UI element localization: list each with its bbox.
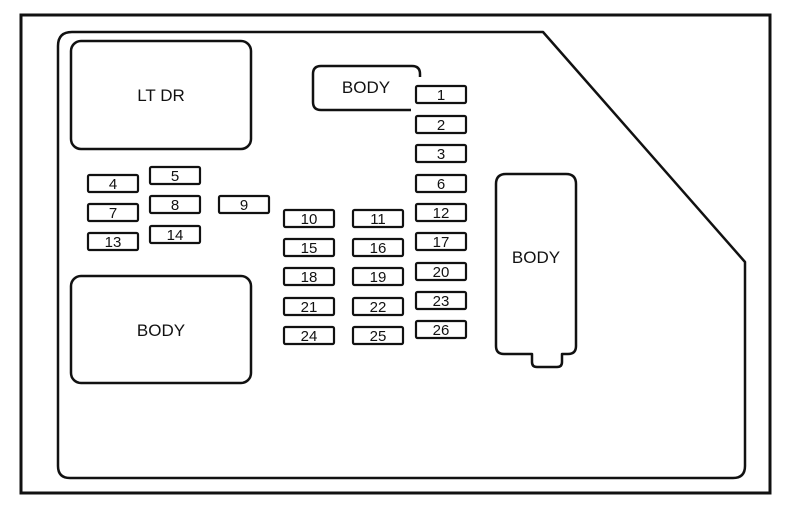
fuse-slot: [282, 266, 336, 287]
body-block-right: BODY: [494, 172, 578, 369]
fuse-slot: [86, 173, 140, 194]
fuse-slot: [282, 237, 336, 258]
fuse-7: 7: [86, 202, 140, 223]
fuse-number: 8: [171, 197, 179, 214]
fuse-number: 13: [105, 234, 122, 251]
fuse-25: 25: [351, 325, 405, 346]
fuse-panel-outline: [56, 30, 747, 480]
fuse-number: 22: [370, 299, 387, 316]
lt-dr-label: LT DR: [137, 86, 185, 105]
fuse-number: 10: [301, 211, 318, 228]
fuse-slot: [351, 325, 405, 346]
fuse-number: 18: [301, 269, 318, 286]
fuse-16: 16: [351, 237, 405, 258]
fuse-4: 4: [86, 173, 140, 194]
fuse-15: 15: [282, 237, 336, 258]
body-top-label: BODY: [342, 78, 390, 97]
fuse-11: 11: [351, 208, 405, 229]
fuse-number: 11: [370, 211, 386, 228]
fuse-number: 20: [433, 264, 450, 281]
fuse-number: 6: [437, 176, 445, 193]
fuse-slot: [351, 208, 405, 229]
fuse-2: 2: [414, 114, 468, 135]
fuse-slot: [414, 84, 468, 105]
fuse-1: 1: [414, 84, 468, 105]
fuse-slot: [414, 290, 468, 311]
fuse-21: 21: [282, 296, 336, 317]
body-left-label: BODY: [137, 321, 185, 340]
fuse-slot: [351, 237, 405, 258]
fuse-6: 6: [414, 173, 468, 194]
fuse-slot: [148, 165, 202, 186]
fuse-number: 26: [433, 322, 450, 339]
fuse-slot: [414, 114, 468, 135]
fuse-slot: [351, 266, 405, 287]
fuse-slot: [414, 319, 468, 340]
fuse-slot: [414, 173, 468, 194]
fuse-slot: [282, 325, 336, 346]
fuse-number: 16: [370, 240, 387, 257]
fuse-slot: [86, 202, 140, 223]
fuse-17: 17: [414, 231, 468, 252]
lt-dr-block: LT DR: [69, 39, 253, 151]
fuse-number: 14: [167, 227, 184, 244]
fuse-13: 13: [86, 231, 140, 252]
fuse-18: 18: [282, 266, 336, 287]
fuse-number: 9: [240, 197, 248, 214]
fuse-10: 10: [282, 208, 336, 229]
fuse-23: 23: [414, 290, 468, 311]
fuse-9: 9: [217, 194, 271, 215]
fuse-slot: [148, 224, 202, 245]
fuse-slot: [414, 261, 468, 282]
fuse-number: 2: [437, 117, 445, 134]
fuse-19: 19: [351, 266, 405, 287]
body-block-top: BODY: [311, 64, 422, 112]
fuse-12: 12: [414, 202, 468, 223]
fuse-slot: [86, 231, 140, 252]
fuse-slot: [148, 194, 202, 215]
fuse-number: 15: [301, 240, 318, 257]
fuse-number: 7: [109, 205, 117, 222]
fuse-14: 14: [148, 224, 202, 245]
fuse-slot: [217, 194, 271, 215]
fuse-slot: [414, 231, 468, 252]
fuse-5: 5: [148, 165, 202, 186]
fuse-3: 3: [414, 143, 468, 164]
fuse-number: 4: [109, 176, 117, 193]
outer-frame: [19, 13, 772, 495]
fuse-number: 17: [433, 234, 450, 251]
fuse-number: 5: [171, 168, 179, 185]
fuse-slot: [282, 208, 336, 229]
fuse-slot: [414, 202, 468, 223]
fuse-number: 3: [437, 146, 445, 163]
fuse-number: 19: [370, 269, 387, 286]
fuse-slot: [282, 296, 336, 317]
fuse-26: 26: [414, 319, 468, 340]
fuse-22: 22: [351, 296, 405, 317]
body-block-left: BODY: [69, 274, 253, 385]
fuse-number: 23: [433, 293, 450, 310]
fuse-24: 24: [282, 325, 336, 346]
fuse-slot: [414, 143, 468, 164]
fuse-slot: [351, 296, 405, 317]
fuse-number: 24: [301, 328, 318, 345]
fuse-number: 25: [370, 328, 387, 345]
fuse-number: 12: [433, 205, 450, 222]
fuse-8: 8: [148, 194, 202, 215]
fuse-20: 20: [414, 261, 468, 282]
fuse-number: 1: [437, 87, 445, 104]
fuse-number: 21: [301, 299, 318, 316]
body-right-label: BODY: [512, 248, 560, 267]
